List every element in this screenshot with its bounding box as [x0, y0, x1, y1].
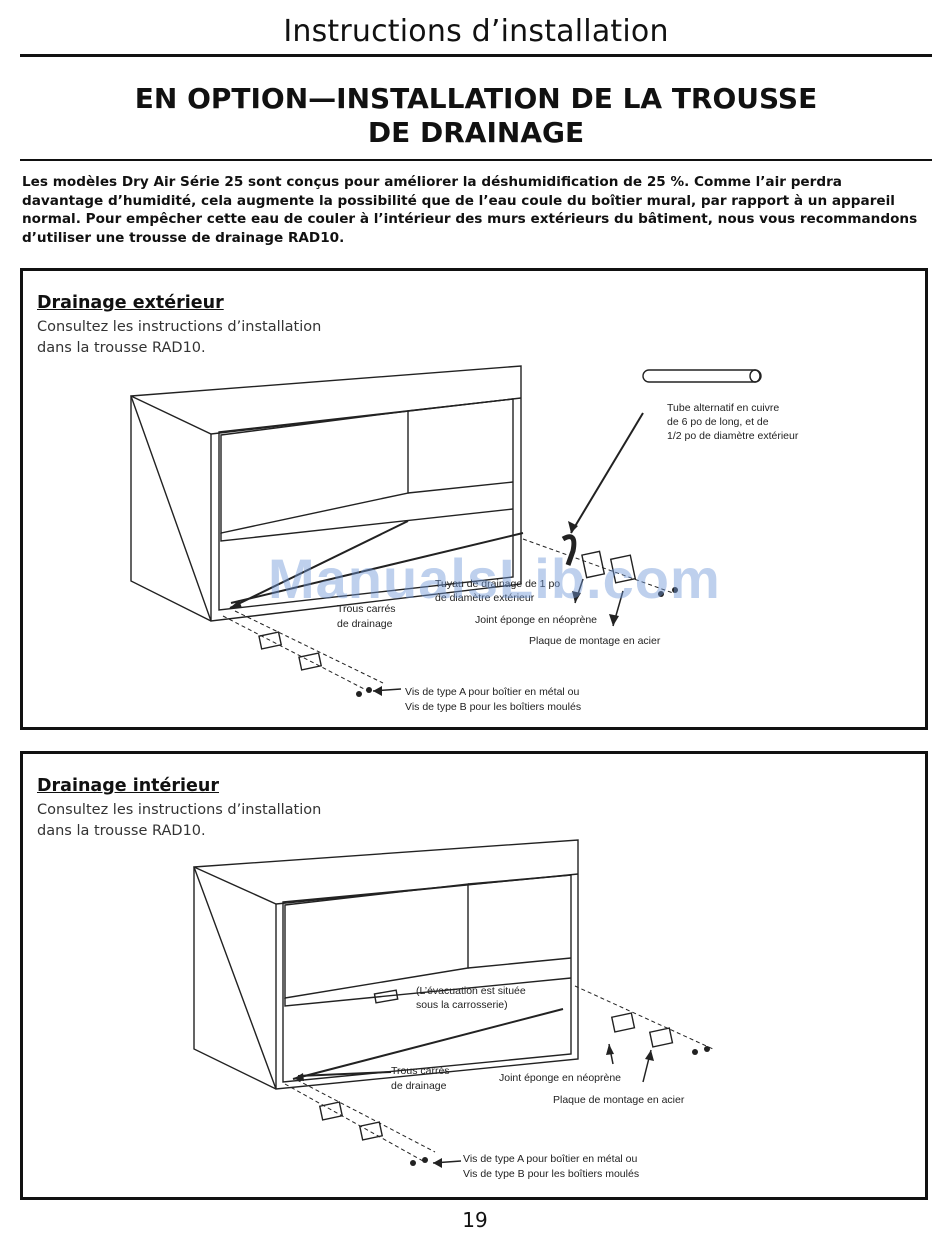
exterior-instructions-line-1: Consultez les instructions d’installatio…	[37, 319, 322, 335]
plate-label: Plaque de montage en acier	[553, 1094, 685, 1106]
screws-label-1: Vis de type A pour boîtier en métal ou	[463, 1153, 637, 1165]
holes-label-2: de drainage	[391, 1080, 447, 1092]
exterior-instructions-line-2: dans la trousse RAD10.	[37, 340, 206, 356]
plate-label: Plaque de montage en acier	[529, 635, 661, 647]
case-front-frame	[282, 874, 572, 1083]
drain-pipe-label-1: Tuyau de drainage de 1 po	[435, 578, 560, 590]
case-top-edge	[130, 395, 522, 435]
gasket-label: Joint éponge en néoprène	[475, 614, 597, 626]
tube-label-1: Tube alternatif en cuivre	[667, 402, 779, 414]
plate-square	[609, 554, 637, 584]
lower-gasket	[258, 631, 283, 650]
gasket-square	[610, 1012, 636, 1033]
case-back-outline	[130, 365, 522, 622]
copper-tube	[642, 369, 762, 383]
screws-label-2: Vis de type B pour les boîtiers moulés	[405, 701, 581, 713]
gasket-square	[581, 550, 606, 579]
case-inner-opening	[284, 883, 469, 999]
tube-label-2: de 6 po de long, et de	[667, 416, 769, 428]
holes-label-1: Trous carrés	[391, 1065, 450, 1077]
lower-gasket	[318, 1101, 344, 1121]
interior-drainage-panel: Drainage intérieur Consultez les instruc…	[20, 751, 928, 1200]
exterior-drainage-diagram: Tube alternatif en cuivre de 6 po de lon…	[130, 365, 799, 713]
tube-label-3: 1/2 po de diamètre extérieur	[667, 430, 799, 442]
case-top-edge	[193, 866, 579, 905]
intro-paragraph: Les modèles Dry Air Série 25 sont conçus…	[22, 174, 918, 246]
exterior-drainage-instructions: Consultez les instructions d’installatio…	[37, 317, 321, 359]
page-title: EN OPTION—INSTALLATION DE LA TROUSSE DE …	[20, 82, 932, 150]
case-inner-shelf	[284, 977, 572, 1007]
case-left-side	[193, 867, 277, 1090]
exterior-drainage-title: Drainage extérieur	[37, 293, 224, 313]
exterior-drainage-panel: Drainage extérieur Consultez les instruc…	[20, 268, 928, 730]
screws-label-1: Vis de type A pour boîtier en métal ou	[405, 686, 579, 698]
tube-arrow	[570, 412, 644, 534]
holes-label-2: de drainage	[337, 618, 393, 630]
title-line-1: EN OPTION—INSTALLATION DE LA TROUSSE	[134, 82, 818, 115]
gasket-label: Joint éponge en néoprène	[499, 1072, 621, 1084]
holes-label-1: Trous carrés	[337, 603, 396, 615]
interior-instructions-line-2: dans la trousse RAD10.	[37, 823, 206, 839]
case-inner-shelf	[220, 508, 514, 542]
evacuation-label-1: (L’évacuation est située	[416, 985, 526, 997]
interior-drainage-diagram: (L’évacuation est située sous la carross…	[193, 839, 714, 1180]
lower-plate	[358, 1121, 384, 1141]
drain-elbow	[561, 534, 577, 566]
evacuation-label-2: sous la carrosserie)	[416, 999, 508, 1011]
evacuation-opening	[373, 989, 399, 1004]
section-header: Instructions d’installation	[283, 14, 669, 49]
watermark: ManualsLib.com	[268, 547, 721, 610]
case-left-side	[130, 396, 212, 622]
lower-plate	[298, 652, 323, 671]
interior-drainage-title: Drainage intérieur	[37, 776, 219, 796]
title-line-2: DE DRAINAGE	[367, 116, 585, 149]
title-rule	[20, 159, 932, 161]
interior-instructions-line-1: Consultez les instructions d’installatio…	[37, 802, 322, 818]
case-back-outline	[193, 839, 579, 1090]
interior-drainage-instructions: Consultez les instructions d’installatio…	[37, 800, 321, 842]
page-number: 19	[462, 1208, 488, 1232]
drain-pipe-label-2: de diamètre extérieur	[435, 592, 535, 604]
plate-square	[648, 1027, 674, 1048]
header-rule	[20, 54, 932, 57]
screws-label-2: Vis de type B pour les boîtiers moulés	[463, 1168, 639, 1180]
